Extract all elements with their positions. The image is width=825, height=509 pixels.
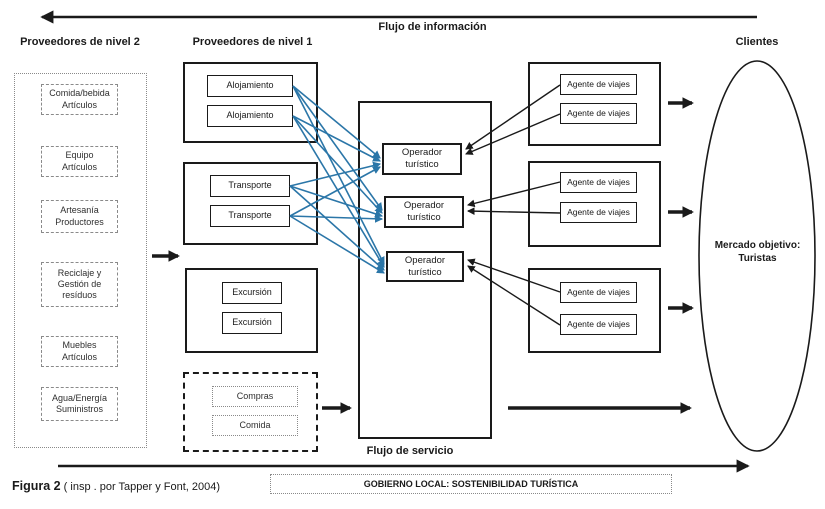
node-crafts-producers: Artesanía Productores [41,200,118,233]
node-transport-2: Transporte [210,205,290,227]
node-travel-agent-1a: Agente de viajes [560,74,637,95]
node-accommodation-1: Alojamiento [207,75,293,97]
node-water-energy-supplies: Agua/Energía Suministros [41,387,118,421]
header-level2-suppliers: Proveedores de nivel 2 [20,36,140,48]
node-accommodation-2: Alojamiento [207,105,293,127]
node-travel-agent-3b: Agente de viajes [560,314,637,335]
node-excursion-2: Excursión [222,312,282,334]
label-service-flow: Flujo de servicio [366,445,454,457]
node-furniture-articles: Muebles Artículos [41,336,118,367]
figure-caption-number: Figura 2 [12,479,61,493]
node-equipment-articles: Equipo Artículos [41,146,118,177]
travel-agent-group-3 [528,268,661,353]
node-tour-operator-2: Operador turístico [384,196,464,228]
node-food-beverage-articles: Comida/bebida Artículos [41,84,118,115]
node-travel-agent-3a: Agente de viajes [560,282,637,303]
header-level1-suppliers: Proveedores de nivel 1 [192,36,313,48]
level2-suppliers-container [14,73,147,448]
node-purchases: Compras [212,386,298,407]
government-sustainability-band: GOBIERNO LOCAL: SOSTENIBILIDAD TURÍSTICA [270,474,672,494]
figure-caption: Figura 2 ( insp . por Tapper y Font, 200… [12,477,220,495]
node-recycling-waste: Reciclaje y Gestión de resíduos [41,262,118,307]
excursion-group [185,268,318,353]
figure-caption-source: ( insp . por Tapper y Font, 2004) [60,481,221,493]
node-travel-agent-2b: Agente de viajes [560,202,637,223]
purchases-group [183,372,318,452]
node-excursion-1: Excursión [222,282,282,304]
header-clients: Clientes [735,36,779,48]
node-travel-agent-2a: Agente de viajes [560,172,637,193]
node-tour-operator-3: Operador turístico [386,251,464,282]
node-travel-agent-1b: Agente de viajes [560,103,637,124]
node-food: Comida [212,415,298,436]
label-information-flow: Flujo de información [378,21,487,33]
node-transport-1: Transporte [210,175,290,197]
node-tour-operator-1: Operador turístico [382,143,462,175]
